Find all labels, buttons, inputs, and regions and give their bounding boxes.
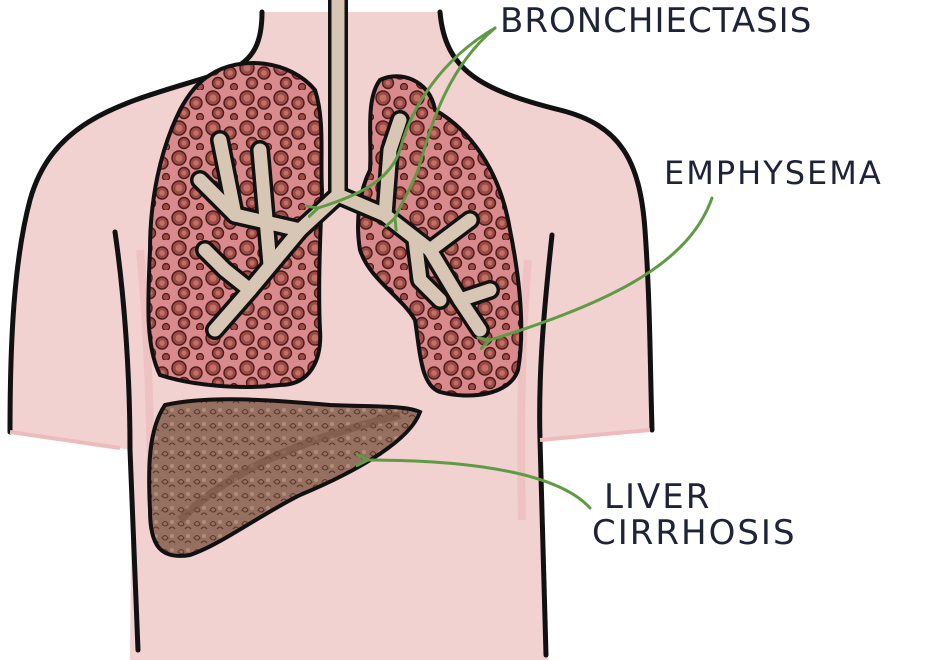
label-bronchiectasis: BRONCHIECTASIS (500, 1, 813, 41)
bronchiectasis-arrow-2 (395, 26, 497, 218)
label-liver-cirrhosis: LIVER CIRRHOSIS (592, 477, 797, 551)
label-liver-cirrhosis-line1: LIVER (604, 477, 712, 517)
liver (147, 397, 423, 558)
annotation-arrows (318, 26, 714, 510)
bronchiectasis-arrow-1 (318, 26, 497, 208)
airways (190, 0, 500, 340)
emphysema-arrow (490, 196, 714, 340)
label-emphysema: EMPHYSEMA (664, 154, 883, 192)
label-liver-cirrhosis-line2: CIRRHOSIS (592, 512, 797, 553)
liver-cirrhosis-arrow (368, 460, 592, 510)
